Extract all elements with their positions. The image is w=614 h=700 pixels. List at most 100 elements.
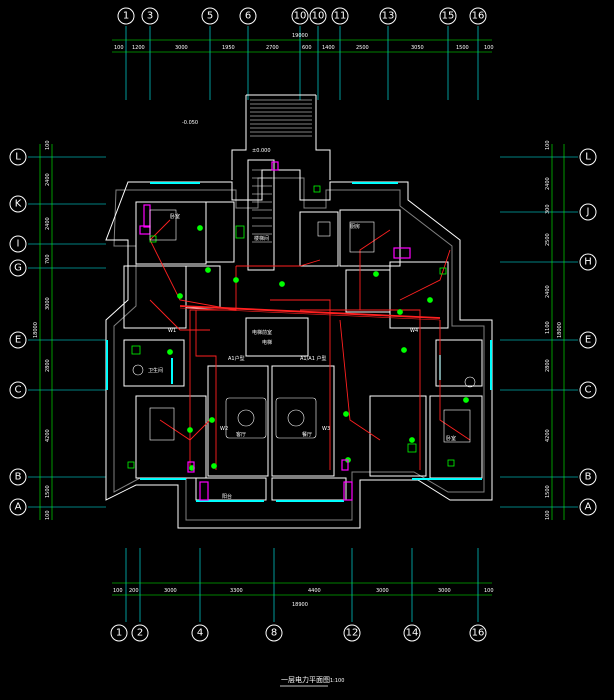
room-bedroom-nw: 卧室	[170, 213, 180, 220]
svg-text:11: 11	[334, 11, 347, 22]
circuit-w4: W4	[410, 328, 418, 334]
axis-left-6: B	[9, 468, 27, 486]
axis-bottom-3: 8	[265, 624, 283, 642]
electrical-devices	[127, 185, 469, 471]
dimension-chains	[39, 39, 565, 596]
dim-bottom-7: 100	[484, 588, 494, 594]
dim-right-0: 100	[545, 140, 551, 150]
dim-left-4: 3000	[45, 297, 51, 310]
elevator-note: 电梯前室	[252, 329, 272, 336]
dim-right-3: 2500	[545, 233, 551, 246]
dim-bottom-2: 3000	[164, 588, 177, 594]
svg-text:A: A	[15, 502, 22, 513]
drawing-scale: 1:100	[330, 678, 344, 684]
dim-left-2: 2400	[45, 217, 51, 230]
axis-bubbles-top: 1 3 5 6 10 10 11 13 15 16	[117, 7, 487, 25]
axis-left-3: G	[9, 259, 27, 277]
axis-right-2: H	[579, 253, 597, 271]
svg-text:C: C	[585, 385, 592, 396]
svg-text:I: I	[17, 239, 20, 250]
windows	[106, 182, 492, 502]
room-elevator: 电梯	[262, 339, 272, 346]
svg-text:12: 12	[346, 628, 359, 639]
room-dining: 餐厅	[302, 431, 312, 438]
axis-bottom-5: 14	[403, 624, 421, 642]
svg-text:2: 2	[137, 628, 143, 639]
dim-left-3: 700	[45, 254, 51, 264]
axis-left-7: A	[9, 498, 27, 516]
unit-label-a1-a1: A1/A1 户型	[300, 355, 326, 362]
axis-bubbles-bottom: 1 2 4 8 12 14 16	[110, 624, 487, 642]
axis-top-2: 5	[201, 7, 219, 25]
svg-text:16: 16	[472, 628, 485, 639]
dim-top-6: 1400	[322, 45, 335, 51]
dimension-texts-right: 100 2400 300 2500 2400 1100 2800 4200 15…	[545, 140, 563, 520]
dim-right-1: 2400	[545, 177, 551, 190]
dim-top-5: 600	[302, 45, 312, 51]
svg-text:G: G	[14, 263, 22, 274]
axis-right-3: E	[579, 331, 597, 349]
svg-text:B: B	[15, 472, 22, 483]
svg-text:L: L	[585, 152, 591, 163]
level-label: -0.050	[182, 120, 198, 126]
svg-text:16: 16	[472, 11, 485, 22]
dim-right-6: 2800	[545, 359, 551, 372]
dim-bottom-0: 100	[113, 588, 123, 594]
dimension-texts-top: 100 1200 3000 1950 2700 600 1400 2500 30…	[114, 33, 494, 51]
dim-right-9: 100	[545, 510, 551, 520]
dim-top-0: 100	[114, 45, 124, 51]
room-living: 客厅	[236, 431, 246, 438]
dim-left-5: 2800	[45, 359, 51, 372]
dim-left-total: 18000	[33, 322, 39, 338]
unit-label-a1: A1户型	[228, 355, 245, 362]
svg-text:13: 13	[382, 11, 395, 22]
room-balcony: 阳台	[222, 493, 232, 500]
svg-text:15: 15	[442, 11, 455, 22]
svg-text:3: 3	[147, 11, 153, 22]
svg-text:B: B	[585, 472, 592, 483]
axis-right-4: C	[579, 381, 597, 399]
svg-text:6: 6	[245, 11, 251, 22]
axis-left-5: C	[9, 381, 27, 399]
dim-right-7: 4200	[545, 429, 551, 442]
dim-left-0: 100	[45, 140, 51, 150]
dim-bottom-1: 200	[129, 588, 139, 594]
circuit-w2: W2	[220, 426, 228, 432]
axis-grid-lines	[28, 26, 578, 622]
axis-right-6: A	[579, 498, 597, 516]
axis-top-9: 16	[469, 7, 487, 25]
axis-left-2: I	[9, 235, 27, 253]
circuit-w3: W3	[322, 426, 330, 432]
axis-bottom-6: 16	[469, 624, 487, 642]
power-circuits	[149, 219, 471, 470]
dim-top-9: 1500	[456, 45, 469, 51]
axis-bottom-0: 1	[110, 624, 128, 642]
dim-right-total: 18000	[557, 322, 563, 338]
svg-text:1: 1	[123, 11, 129, 22]
svg-text:L: L	[15, 152, 21, 163]
dim-left-7: 1500	[45, 485, 51, 498]
dim-top-7: 2500	[356, 45, 369, 51]
svg-text:E: E	[585, 335, 591, 346]
dim-top-4: 2700	[266, 45, 279, 51]
dim-right-8: 1500	[545, 485, 551, 498]
room-stair: 楼梯间	[254, 235, 269, 242]
drawing-title: 一层电力平面图	[281, 675, 330, 684]
dim-right-4: 2400	[545, 285, 551, 298]
svg-text:E: E	[15, 335, 21, 346]
dim-top-total: 19000	[292, 33, 308, 39]
svg-text:10: 10	[294, 11, 307, 22]
axis-top-1: 3	[141, 7, 159, 25]
axis-left-0: L	[9, 148, 27, 166]
dimension-texts-bottom: 100 200 3000 3300 4400 3000 3000 100 189…	[113, 588, 494, 608]
dimension-texts-left: 100 2400 2400 700 3000 2800 4200 1500 10…	[33, 140, 51, 520]
svg-text:10: 10	[312, 11, 325, 22]
svg-text:8: 8	[271, 628, 277, 639]
title-block: 一层电力平面图 1:100	[280, 675, 344, 687]
dim-bottom-3: 3300	[230, 588, 243, 594]
dim-right-5: 1100	[545, 321, 551, 334]
axis-bottom-4: 12	[343, 624, 361, 642]
building-outline	[105, 94, 493, 529]
dim-top-1: 1200	[132, 45, 145, 51]
room-kitchen-ne: 厨房	[350, 223, 360, 230]
